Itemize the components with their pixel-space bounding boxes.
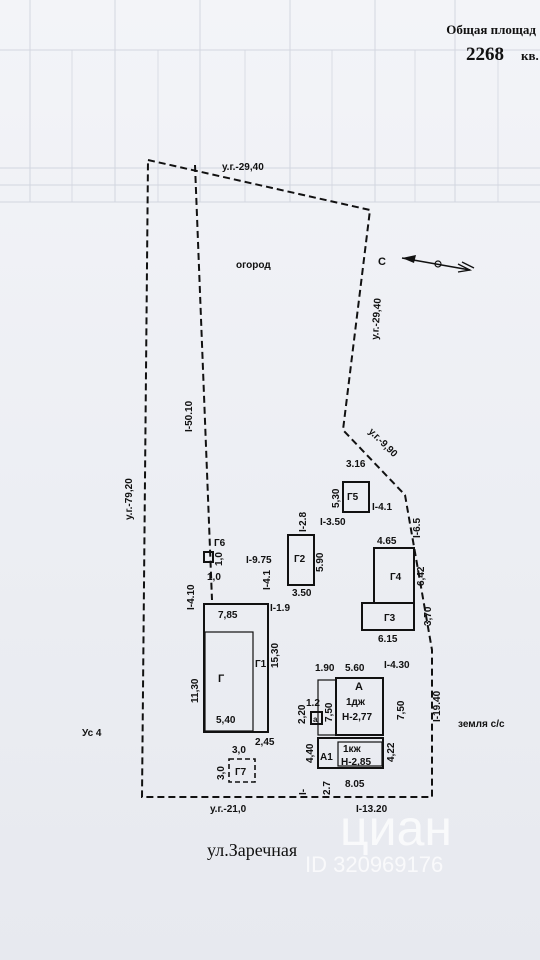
- building-g: [204, 631, 254, 732]
- offset-4-10: I-4.10: [186, 584, 197, 610]
- a1-left-dim: 4,40: [305, 743, 316, 763]
- g7-left-dim: 3,0: [216, 766, 227, 780]
- g7-label: Г7: [235, 767, 247, 778]
- g4-right-dim: 6,42: [416, 566, 427, 586]
- g4-top-dim: 4.65: [377, 536, 397, 547]
- north-letter: С: [378, 256, 386, 268]
- g6-label: Г6: [214, 538, 226, 549]
- g1-corner-dim: 2,45: [255, 737, 275, 748]
- offset-1: I-: [298, 789, 309, 795]
- g5-top-dim: 3.16: [346, 459, 366, 470]
- g-bottom-dim: 5,40: [216, 715, 236, 726]
- watermark-id: ID 320969176: [305, 852, 443, 877]
- a1-label: А1: [320, 752, 333, 763]
- g1-top-dim: 7,85: [218, 610, 238, 621]
- a-floors: 1дж: [346, 697, 366, 708]
- a-label: А: [355, 681, 363, 693]
- small-a-left-dim: 2,20: [297, 704, 308, 724]
- g3-right-dim: 3,70: [423, 606, 434, 626]
- g7-top-dim: 3,0: [232, 745, 246, 756]
- a1-right-dim: 4,22: [386, 742, 397, 762]
- g5-label: Г5: [347, 492, 359, 503]
- g6-top-dim: 1,0: [214, 552, 225, 566]
- building-a1: [317, 737, 384, 769]
- building-g7: [228, 758, 256, 783]
- building-small-a: [310, 711, 323, 725]
- g3-bottom-dim: 6.15: [378, 634, 398, 645]
- a-small-left-dim: 1.2: [306, 698, 320, 709]
- north-arrow: С: [378, 255, 475, 273]
- dim-right-upper: у.г.-29,40: [370, 297, 384, 340]
- total-area-unit: кв.: [521, 48, 539, 63]
- dim-top: у.г.-29,40: [222, 162, 264, 173]
- building-g3: [361, 602, 415, 631]
- g-label: Г: [218, 673, 225, 685]
- building-g5: [342, 481, 370, 513]
- land-right-label: земля с/с: [458, 719, 505, 730]
- a-top-right-dim: I-4.30: [384, 660, 410, 671]
- g5-offset-dim: I-3.50: [320, 517, 346, 528]
- neighbor-left-label: Ус 4: [82, 728, 102, 739]
- g-left-dim: 11,30: [190, 678, 201, 703]
- dim-left-inner: I-50.10: [184, 400, 195, 432]
- watermark-brand: циан: [340, 800, 452, 856]
- garden-label: огород: [236, 260, 271, 271]
- a1-floors: 1кж: [343, 744, 362, 755]
- offset-4-1: I-4.1: [262, 570, 273, 590]
- building-a1-inner: [337, 741, 383, 767]
- a-left-dim: 7,50: [324, 702, 335, 722]
- building-g1: [203, 603, 269, 733]
- dim-right-lower: у.г.-9,90: [366, 426, 400, 460]
- offset-1-9: I-1.9: [270, 603, 290, 614]
- g4-label: Г4: [390, 572, 402, 583]
- offset-9-75: I-9.75: [246, 555, 272, 566]
- a-top-dim: 5.60: [345, 663, 365, 674]
- dim-bottom: у.г.-21,0: [210, 804, 247, 815]
- building-g2: [287, 534, 315, 586]
- g2-top-dim: I-2.8: [298, 512, 309, 532]
- small-a-label: а: [313, 715, 318, 724]
- header-table-grid: [0, 0, 540, 203]
- dim-bottom-right: I-13.20: [356, 804, 388, 815]
- a-right-dim: 7,50: [396, 700, 407, 720]
- g6-bottom-dim: 1,0: [207, 572, 221, 583]
- g1-right-dim: 15,30: [270, 643, 281, 668]
- g3-label: Г3: [384, 613, 396, 624]
- a1-bottom-dim: 8.05: [345, 779, 365, 790]
- g1-label: Г1: [255, 659, 267, 670]
- total-area-label: Общая площад: [446, 22, 536, 37]
- total-area-value: 2268: [466, 44, 504, 65]
- g5-bottom-dim: I-4.1: [372, 502, 392, 513]
- inner-boundary: [194, 164, 213, 601]
- a1-height: Н-2,85: [341, 757, 371, 768]
- building-a-annex: [317, 679, 337, 736]
- dim-right-side: I-19.40: [432, 690, 443, 722]
- a1-small-bottom-dim: 2.7: [322, 781, 333, 795]
- offset-6-5: I-6.5: [412, 518, 423, 538]
- dim-left-outer: у.г.-79,20: [124, 478, 135, 520]
- g2-label: Г2: [294, 554, 306, 565]
- g2-right-dim: 5.90: [315, 552, 326, 572]
- g5-left-dim: 5,30: [331, 488, 342, 508]
- a-height: Н-2,77: [342, 712, 372, 723]
- street-name: ул.Заречная: [207, 840, 297, 860]
- a-top-left-dim: 1.90: [315, 663, 335, 674]
- building-g6: [203, 551, 214, 563]
- plot-boundary: [140, 158, 433, 798]
- g2-bottom-dim: 3.50: [292, 588, 312, 599]
